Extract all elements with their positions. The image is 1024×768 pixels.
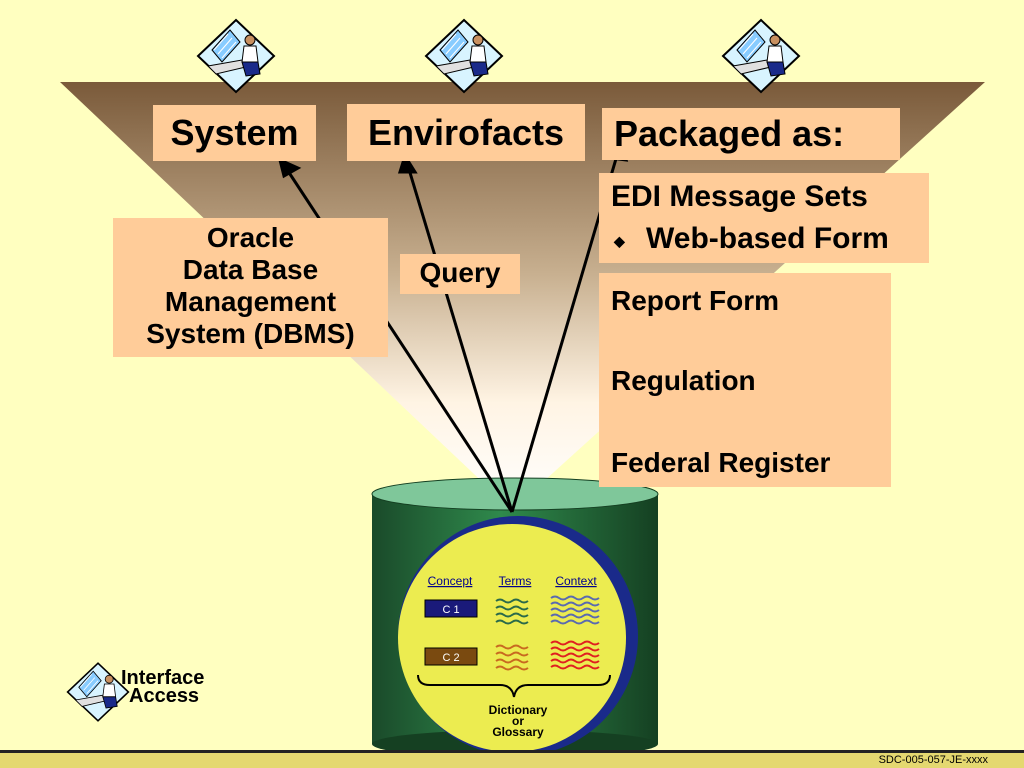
- context-header: Context: [555, 574, 597, 588]
- bullet-diamond-icon: ◆: [614, 233, 625, 249]
- legend-line-2: Access: [129, 685, 200, 707]
- report-box: Report Form Regulation Federal Register: [599, 273, 891, 487]
- glossary-caption-1: Dictionary: [489, 703, 548, 717]
- user-computer-icon-3: [722, 19, 800, 93]
- edi-label: EDI Message Sets: [611, 180, 868, 213]
- report-form-label: Report Form: [611, 285, 779, 316]
- glossary-caption-2: or: [512, 714, 524, 728]
- system-label: System: [170, 112, 299, 153]
- terms-header: Terms: [499, 574, 532, 588]
- terms-lines-c2: [495, 644, 529, 671]
- concept-c1: C 1: [424, 599, 478, 618]
- concept-c2: C 2: [424, 647, 478, 666]
- packaged-as-label: Packaged as:: [614, 113, 845, 154]
- slide-code: SDC-005-057-JE-xxxx: [878, 754, 988, 766]
- regulation-label: Regulation: [611, 365, 756, 396]
- web-form-label: Web-based Form: [646, 222, 889, 255]
- dictionary-disc: [398, 516, 638, 756]
- footer-bar: SDC-005-057-JE-xxxx: [0, 750, 1024, 768]
- system-box: System: [153, 105, 316, 161]
- c2-label: C 2: [442, 652, 459, 664]
- concept-header: Concept: [428, 574, 473, 588]
- terms-lines-c1: [495, 598, 529, 625]
- oracle-line-3: Management: [164, 286, 337, 317]
- envirofacts-box: Envirofacts: [347, 104, 585, 161]
- oracle-dbms-box: Oracle Data Base Management System (DBMS…: [113, 218, 388, 357]
- user-computer-icon-1: [197, 19, 275, 93]
- query-label: Query: [419, 257, 501, 288]
- context-lines-c2: [550, 640, 600, 670]
- c1-label: C 1: [442, 604, 459, 616]
- user-computer-icon-2: [425, 19, 503, 93]
- edi-box: EDI Message Sets ◆ Web-based Form: [599, 173, 929, 263]
- glossary-brace: [417, 674, 611, 698]
- oracle-line-2: Data Base: [182, 254, 319, 285]
- federal-register-label: Federal Register: [611, 447, 831, 478]
- context-lines-c1: [550, 595, 600, 625]
- legend-line-1: Interface: [121, 667, 205, 689]
- query-box: Query: [400, 254, 520, 294]
- packaged-as-box: Packaged as:: [602, 108, 900, 160]
- interface-access-icon: [66, 662, 130, 722]
- oracle-line-4: System (DBMS): [146, 318, 355, 349]
- oracle-line-1: Oracle: [206, 222, 295, 253]
- glossary-caption-3: Glossary: [492, 725, 544, 739]
- envirofacts-label: Envirofacts: [367, 112, 565, 153]
